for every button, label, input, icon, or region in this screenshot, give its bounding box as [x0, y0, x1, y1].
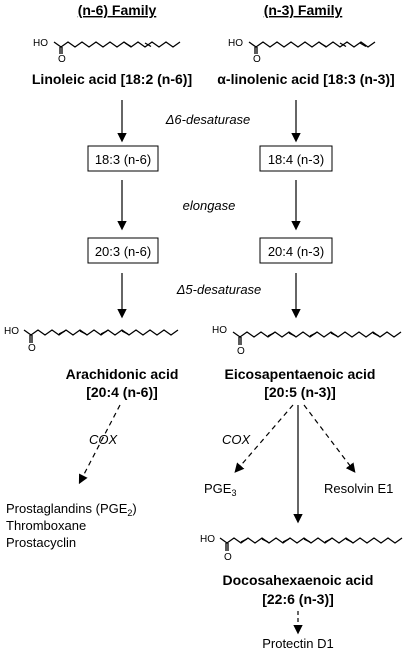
arachidonic-structure: [23, 329, 179, 343]
epa-structure: [232, 331, 402, 345]
alpha-linolenic-structure: [248, 41, 376, 54]
dha-structure: [219, 537, 403, 551]
protectin-d1-label: Protectin D1: [262, 636, 334, 651]
alpha-linolenic-acid-label: α-linolenic acid [18:3 (n-3)]: [217, 71, 394, 87]
epa-ho-label: HO: [212, 325, 227, 336]
epa-o-label: O: [237, 346, 245, 357]
cox-right-label: COX: [222, 432, 252, 447]
arachidonic-acid-name: Arachidonic acid: [66, 366, 179, 382]
arachidonic-o-label: O: [28, 343, 36, 354]
box-20-4-n3: [259, 237, 333, 264]
box-18-4-n3: [259, 145, 333, 172]
box-20-3-n6: [87, 237, 159, 264]
box-18-3-n6: [87, 145, 159, 172]
delta5-desaturase-label: Δ5-desaturase: [176, 282, 262, 297]
dha-o-label: O: [224, 552, 232, 563]
epa-formula: [20:5 (n-3)]: [264, 384, 336, 400]
linoleic-structure: [53, 41, 181, 54]
alpha-linolenic-o-label: O: [253, 54, 261, 65]
n3-family-header: (n-3) Family: [264, 2, 343, 18]
linoleic-ho-label: HO: [33, 38, 48, 49]
pge3-label: PGE3: [204, 481, 236, 498]
arrow-arachidonic-to-prostaglandins: [78, 404, 121, 485]
arachidonic-ho-label: HO: [4, 326, 19, 337]
arrow-epa-to-pge3: [234, 404, 294, 473]
box-20-4-n3-label: 20:4 (n-3): [268, 244, 324, 259]
box-18-4-n3-label: 18:4 (n-3): [268, 152, 324, 167]
epa-name: Eicosapentaenoic acid: [225, 366, 376, 382]
n6-family-header: (n-6) Family: [78, 2, 157, 18]
cox-left-label: COX: [89, 432, 119, 447]
arachidonic-acid-formula: [20:4 (n-6)]: [86, 384, 158, 400]
delta6-desaturase-label: Δ6-desaturase: [165, 112, 251, 127]
resolvin-e1-label: Resolvin E1: [324, 481, 393, 496]
thromboxane-label: Thromboxane: [6, 518, 86, 533]
dha-name: Docosahexaenoic acid: [223, 572, 374, 588]
dha-formula: [22:6 (n-3)]: [262, 591, 334, 607]
box-20-3-n6-label: 20:3 (n-6): [95, 244, 151, 259]
arrow-epa-to-resolvin: [303, 404, 356, 473]
dha-ho-label: HO: [200, 534, 215, 545]
linoleic-o-label: O: [58, 54, 66, 65]
linoleic-acid-label: Linoleic acid [18:2 (n-6)]: [32, 71, 192, 87]
alpha-linolenic-ho-label: HO: [228, 38, 243, 49]
prostacyclin-label: Prostacyclin: [6, 535, 76, 550]
prostaglandins-label: Prostaglandins (PGE2): [6, 501, 137, 518]
box-18-3-n6-label: 18:3 (n-6): [95, 152, 151, 167]
elongase-label: elongase: [183, 198, 236, 213]
